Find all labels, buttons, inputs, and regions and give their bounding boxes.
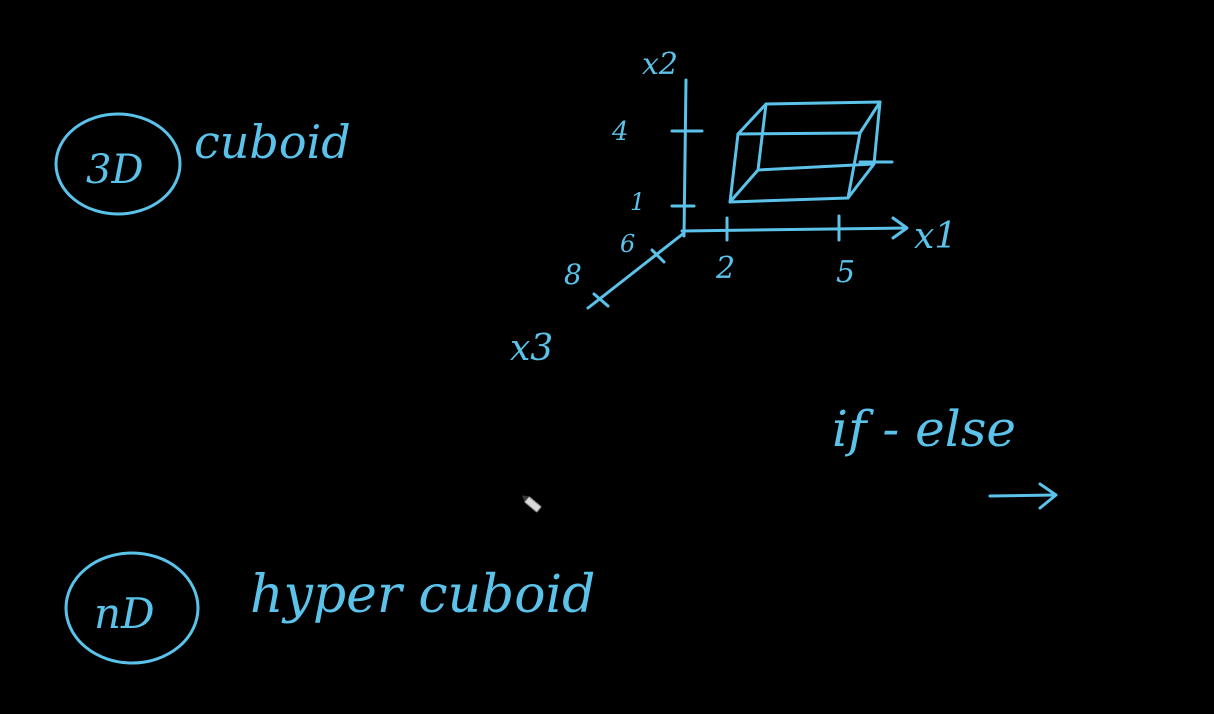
x3-tick-8 xyxy=(592,292,610,308)
badge-nd-circle xyxy=(64,551,200,665)
cuboid-word: cuboid xyxy=(194,115,351,169)
cuboid-edge-top-right xyxy=(858,100,882,135)
x2-axis-label: x2 xyxy=(642,47,678,82)
right-arrow-head xyxy=(1038,482,1058,510)
cuboid-edge-top-left xyxy=(736,102,768,136)
x1-tick-label-2: 2 xyxy=(715,251,735,286)
cuboid-edge-bottom-right xyxy=(846,162,876,200)
x3-tick-label-6: 6 xyxy=(620,230,635,258)
badge-nd: nD xyxy=(64,551,200,665)
hyper-cuboid-word: hyper cuboid xyxy=(250,565,595,625)
cuboid-edge-bottom-left xyxy=(728,168,760,204)
badge-3d-text: 3D xyxy=(86,147,144,193)
badge-3d-circle xyxy=(54,112,182,216)
badge-nd-text: nD xyxy=(94,589,155,638)
x1-axis-line xyxy=(680,226,907,233)
x1-axis-label: x1 xyxy=(914,216,957,257)
right-arrow-shaft xyxy=(988,493,1056,498)
x3-axis-label: x3 xyxy=(510,328,553,369)
x2-axis-line xyxy=(682,78,688,238)
x2-tick-label-1: 1 xyxy=(630,188,645,216)
badge-3d: 3D xyxy=(54,112,182,216)
x3-tick-label-8: 8 xyxy=(564,258,582,291)
x3-axis-line xyxy=(586,231,686,310)
axes-3d xyxy=(586,78,909,310)
x1-axis-arrowhead xyxy=(891,216,909,240)
x3-tick-6 xyxy=(650,248,666,264)
if-else-note: if - else xyxy=(832,400,1016,458)
pencil-icon xyxy=(522,495,542,513)
cuboid-back-face xyxy=(756,100,882,172)
x1-tick-label-5: 5 xyxy=(836,255,855,290)
right-arrow-icon xyxy=(988,482,1058,510)
cuboid-shape xyxy=(728,100,894,204)
x2-tick-label-4: 4 xyxy=(611,117,629,147)
